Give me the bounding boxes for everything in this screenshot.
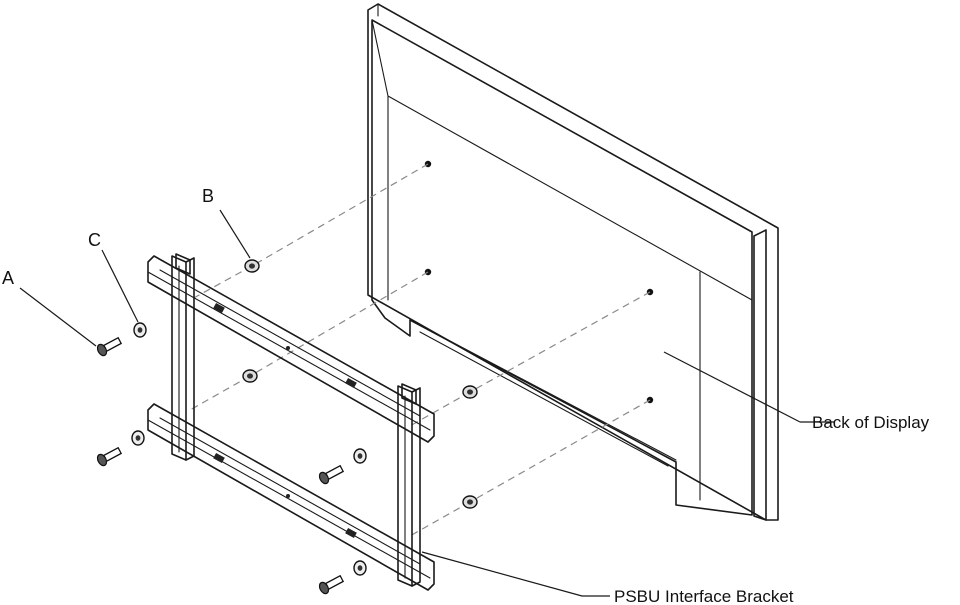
- label-a: A: [2, 268, 14, 288]
- washer: [131, 430, 145, 446]
- spacer: [462, 385, 478, 399]
- label-back-of-display: Back of Display: [812, 413, 930, 432]
- callout-leaders: [19, 209, 834, 597]
- bolt: [318, 574, 345, 595]
- bolts: [96, 336, 345, 595]
- washer: [353, 448, 367, 464]
- label-b: B: [202, 186, 214, 206]
- spacer: [242, 369, 258, 383]
- bolt: [96, 336, 123, 357]
- label-bracket: PSBU Interface Bracket: [614, 587, 794, 605]
- washer: [133, 322, 147, 338]
- display: [367, 3, 779, 521]
- bolt: [318, 464, 345, 485]
- spacer: [244, 259, 260, 273]
- washer: [353, 560, 367, 576]
- alignment-lines: [189, 163, 651, 537]
- spacers: [242, 259, 478, 509]
- interface-bracket: [147, 253, 435, 591]
- spacer: [462, 495, 478, 509]
- label-c: C: [88, 230, 101, 250]
- washers: [131, 322, 367, 576]
- bolt: [96, 446, 123, 467]
